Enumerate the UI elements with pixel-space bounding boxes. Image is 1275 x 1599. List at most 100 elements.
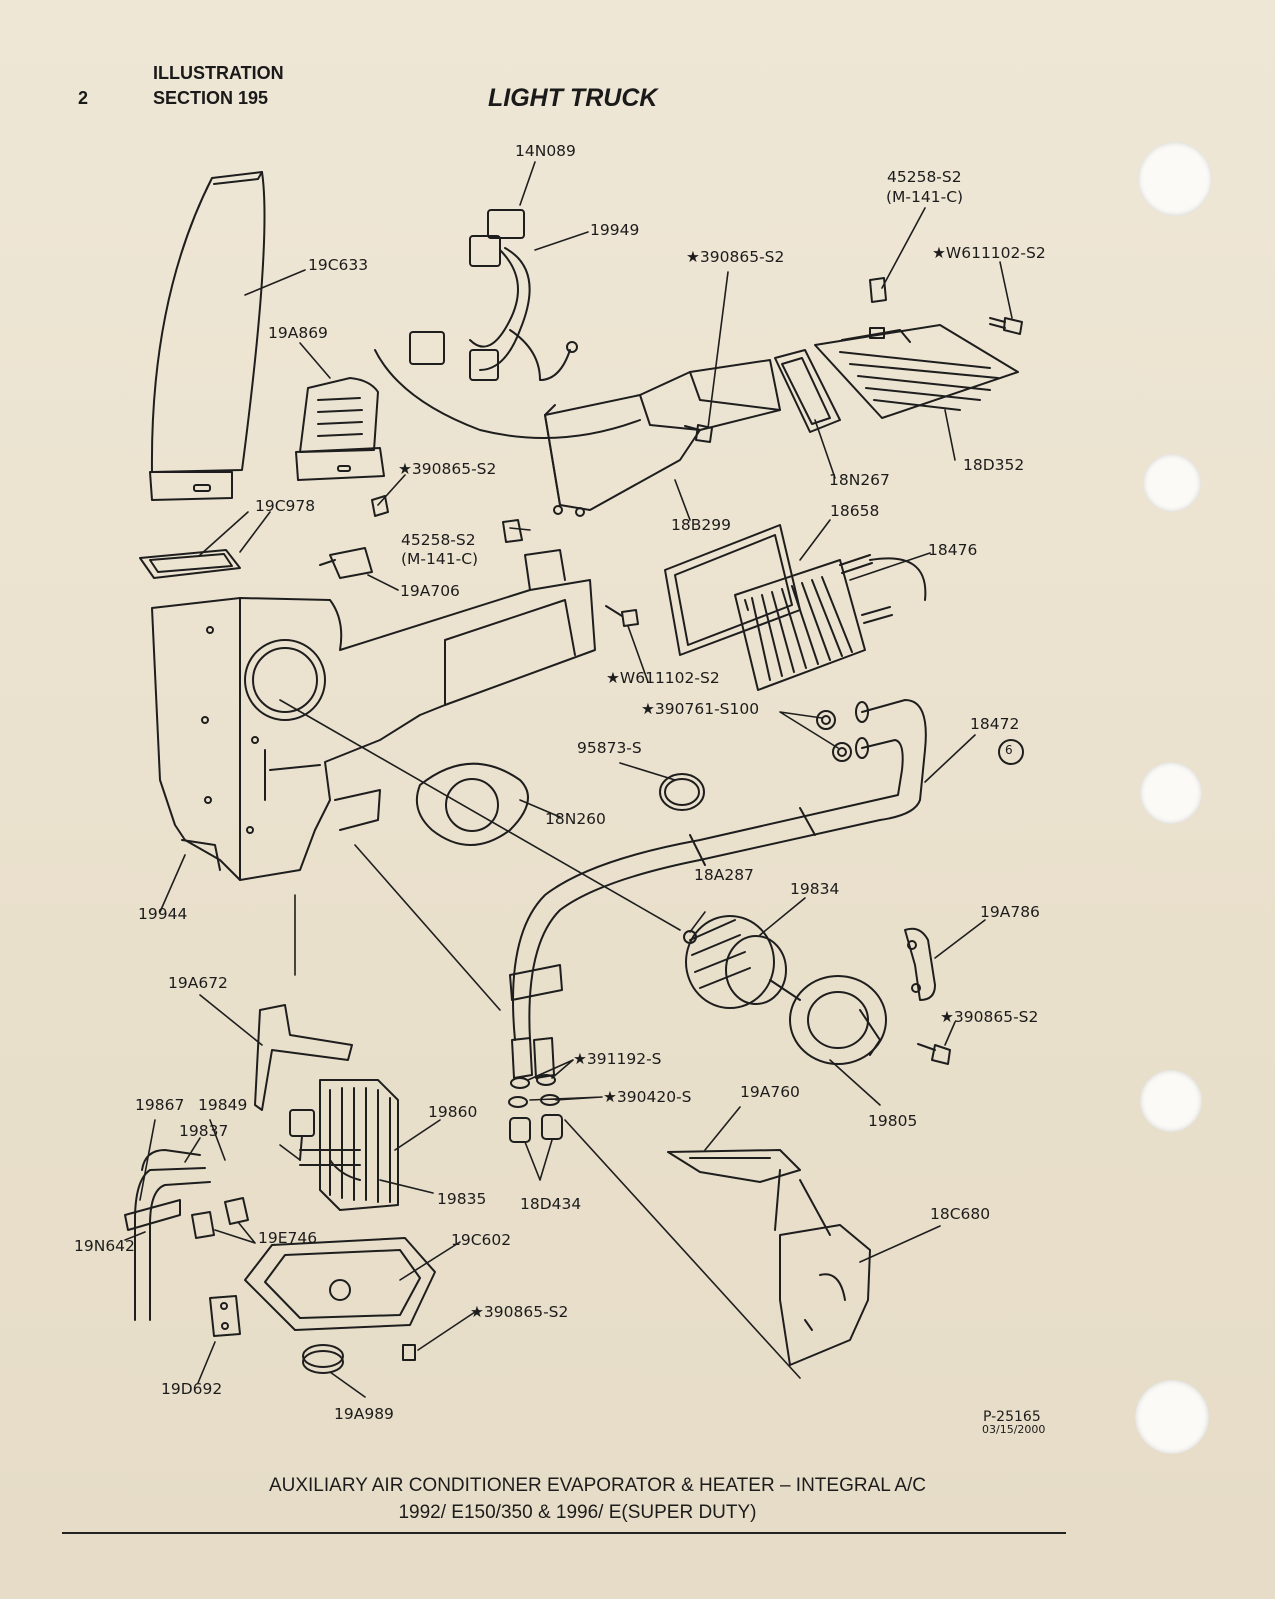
part-label: 19834 (790, 880, 840, 898)
clamp-95873 (659, 773, 705, 811)
binder-hole (1140, 762, 1202, 824)
grille-18d352 (814, 324, 1019, 419)
callout-circle (998, 739, 1024, 765)
part-label: ★390761-S100 (641, 700, 760, 718)
part-label: 45258-S2 (401, 531, 476, 549)
part-label: 18N260 (545, 810, 606, 828)
part-label: 19849 (198, 1096, 248, 1114)
grille-19a869 (295, 377, 385, 481)
heater-core-18476 (734, 554, 927, 691)
binder-hole (1138, 142, 1212, 216)
figure-caption-line2: 1992/ E150/350 & 1996/ E(SUPER DUTY) (398, 1502, 757, 1523)
part-label: 19D692 (161, 1380, 223, 1398)
drain-pan-19c602 (244, 1237, 436, 1331)
evaporator-19860 (299, 1079, 399, 1211)
binder-hole (1135, 1380, 1209, 1454)
tubes-19n642 (124, 1149, 211, 1321)
part-label: 19C978 (255, 497, 316, 515)
screw-390865-right (917, 1043, 951, 1065)
page-number: 2 (78, 88, 89, 108)
part-label: 18N267 (829, 471, 890, 489)
part-label: 18472 (970, 715, 1020, 733)
part-label: 19A786 (980, 903, 1040, 921)
part-label: 19867 (135, 1096, 185, 1114)
part-label: 19944 (138, 905, 188, 923)
part-label: 19A706 (400, 582, 460, 600)
screw-w611102 (989, 317, 1023, 335)
grommet-19a989 (302, 1344, 344, 1374)
clamps-19e746 (191, 1197, 249, 1239)
part-label: ★390420-S (603, 1088, 692, 1106)
bracket-19a672 (254, 1004, 353, 1111)
part-label: 6 (1005, 743, 1013, 757)
category-label: ILLUSTRATION (153, 63, 284, 83)
part-label: 19835 (437, 1190, 487, 1208)
section-label: SECTION 195 (153, 88, 269, 108)
bracket-19a786 (904, 927, 936, 1001)
leader-lines (124, 161, 1013, 1398)
part-label: 18658 (830, 502, 880, 520)
motor-19805 (769, 975, 887, 1065)
screw-390865-pan (402, 1344, 416, 1361)
screw-w611102-mid (605, 605, 639, 627)
part-label: 18A287 (694, 866, 754, 884)
housing-18c680 (774, 1169, 871, 1366)
part-label: 19837 (179, 1122, 229, 1140)
seal-19c978 (139, 549, 241, 579)
part-label: 45258-S2 (887, 168, 962, 186)
clip-45258 (869, 277, 887, 303)
binder-hole (1143, 454, 1201, 512)
drawing-date: 03/15/2000 (982, 1423, 1046, 1436)
screw-390865-mid (371, 495, 389, 517)
part-label: (M-141-C) (401, 550, 479, 568)
seal-18658 (664, 524, 801, 656)
part-label: ★391192-S (573, 1050, 662, 1068)
part-label: 19C633 (308, 256, 369, 274)
pad-19d692 (209, 1295, 241, 1337)
plate-18n260 (416, 762, 529, 846)
part-label: (M-141-C) (886, 188, 964, 206)
part-label: ★390865-S2 (686, 248, 785, 266)
part-label: 19A760 (740, 1083, 800, 1101)
expansion-valve-19849 (289, 1109, 315, 1161)
part-label: 18476 (928, 541, 978, 559)
harness-14n089 (374, 209, 641, 439)
part-label: 95873-S (577, 739, 642, 757)
part-label: ★390865-S2 (470, 1303, 569, 1321)
gasket-18n267 (774, 349, 841, 433)
blower-wheel-19834 (683, 915, 787, 1009)
part-label: ★390865-S2 (398, 460, 497, 478)
part-label: 19E746 (258, 1229, 318, 1247)
nuts-390761 (816, 710, 852, 762)
part-label: ★W611102-S2 (606, 669, 720, 687)
housing-18b299 (544, 359, 781, 517)
part-label: 14N089 (515, 142, 576, 160)
part-label: 19N642 (74, 1237, 135, 1255)
part-label: 19805 (868, 1112, 918, 1130)
part-label: 18C680 (930, 1205, 991, 1223)
clip-45258-mid (502, 519, 523, 543)
footer-rule (62, 1532, 1066, 1534)
part-label: 18B299 (671, 516, 731, 534)
case-19944 (151, 549, 596, 881)
page-title: LIGHT TRUCK (488, 84, 658, 112)
part-label: 19A989 (334, 1405, 394, 1423)
figure-caption-line1: AUXILIARY AIR CONDITIONER EVAPORATOR & H… (268, 1475, 927, 1496)
part-label: ★390865-S2 (940, 1008, 1039, 1026)
part-label: 19A672 (168, 974, 228, 992)
orings (508, 1074, 563, 1143)
part-label: 19A869 (268, 324, 328, 342)
hoses-18472 (509, 699, 927, 1079)
part-label: 18D434 (520, 1195, 582, 1213)
part-label: ★W611102-S2 (932, 244, 1046, 262)
binder-hole (1140, 1070, 1202, 1132)
part-label: 19949 (590, 221, 640, 239)
part-label: 19860 (428, 1103, 478, 1121)
bracket-19a706 (319, 547, 373, 579)
part-label: 19C602 (451, 1231, 512, 1249)
drawing-number: P-25165 (983, 1409, 1041, 1425)
duct-19c633 (149, 171, 266, 501)
part-label: 18D352 (963, 456, 1025, 474)
